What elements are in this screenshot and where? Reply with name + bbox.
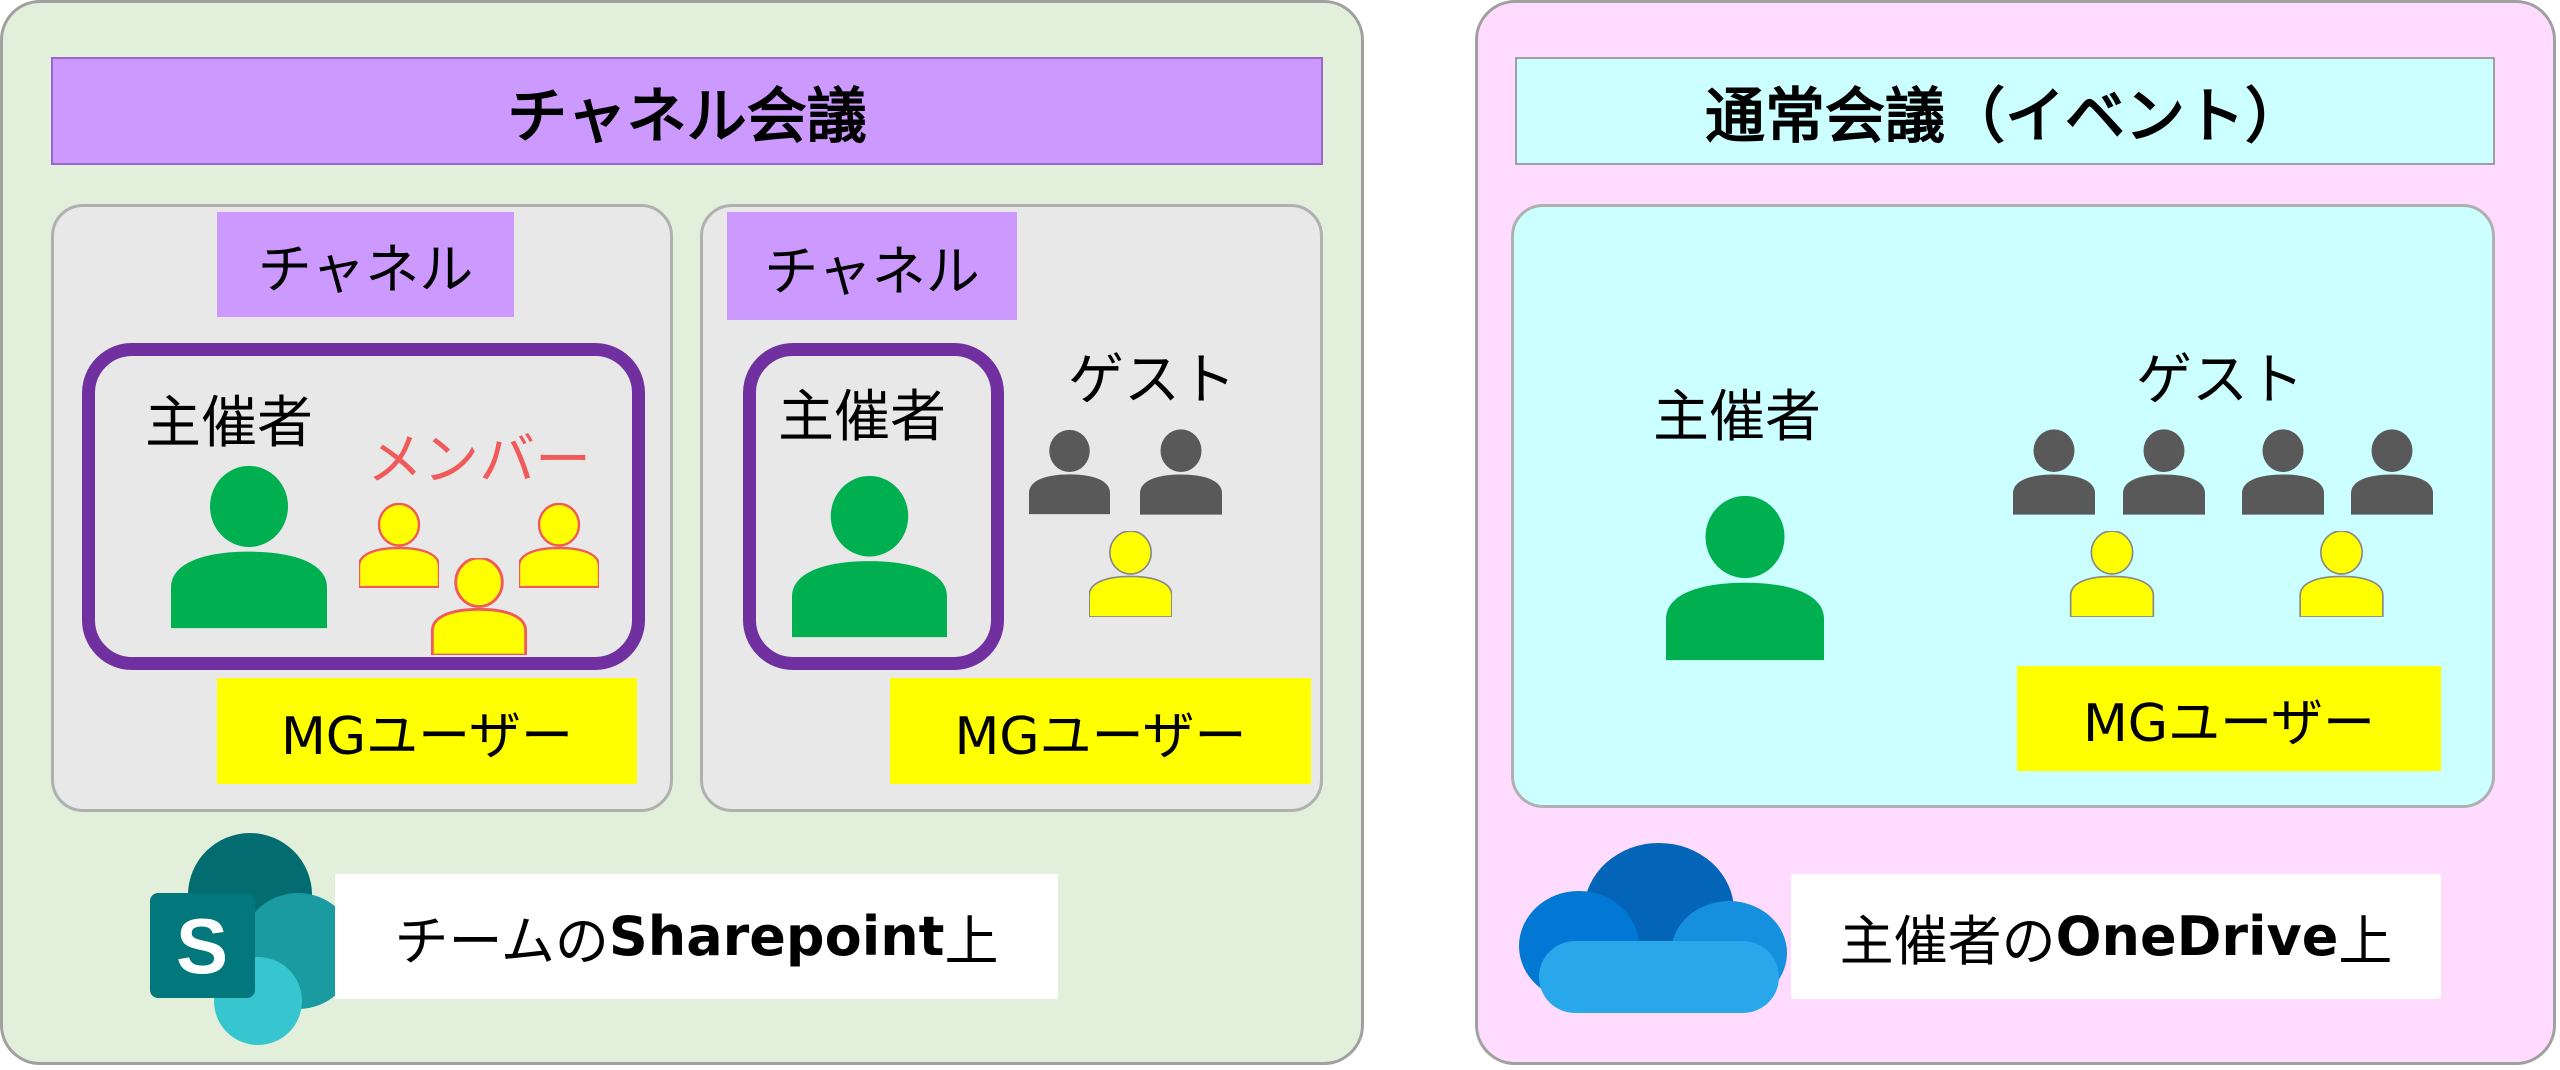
mg-user-label: MGユーザー <box>890 678 1311 784</box>
storage-suffix: 上 <box>2338 910 2393 973</box>
storage-name: Sharepoint <box>608 905 945 968</box>
guest-person-icon <box>1140 428 1222 516</box>
members-group-icon <box>359 503 599 655</box>
organizer-label: 主催者 <box>778 385 946 450</box>
storage-name: OneDrive <box>2055 905 2339 968</box>
member-label: メンバー <box>367 428 591 493</box>
sharepoint-icon: S <box>150 833 356 1045</box>
regular-meeting-title: 通常会議（イベント） <box>1515 57 2495 165</box>
guest-person-icon <box>2351 428 2433 516</box>
storage-prefix: 主催者の <box>1839 910 2056 973</box>
channel-label: チャネル <box>727 212 1017 320</box>
mg-user-label: MGユーザー <box>2017 666 2441 771</box>
channel-ring <box>743 343 1004 670</box>
guest-label: ゲスト <box>1068 348 1236 413</box>
storage-suffix: 上 <box>944 910 999 973</box>
guest-person-icon <box>2123 428 2205 516</box>
guest-person-icon <box>2242 428 2324 516</box>
onedrive-icon <box>1519 843 1787 1013</box>
organizer-person-icon <box>792 473 947 640</box>
organizer-label: 主催者 <box>145 391 313 456</box>
guest-person-icon <box>1029 428 1110 516</box>
channel-label: チャネル <box>217 212 514 317</box>
storage-prefix: チームの <box>394 910 609 973</box>
mg-user-label: MGユーザー <box>217 678 637 784</box>
guest-person-icon <box>2013 428 2095 516</box>
svg-text:S: S <box>176 902 228 990</box>
mg-guest-person-icon <box>2069 531 2155 617</box>
guest-label: ゲスト <box>2136 348 2304 413</box>
organizer-label: 主催者 <box>1653 385 1821 450</box>
channel-meeting-title: チャネル会議 <box>51 57 1323 165</box>
mg-guest-person-icon <box>1089 531 1172 617</box>
mg-guest-person-icon <box>2299 531 2384 617</box>
organizer-person-icon <box>171 465 327 629</box>
organizer-person-icon <box>1666 495 1824 661</box>
channel-ring <box>82 343 645 670</box>
